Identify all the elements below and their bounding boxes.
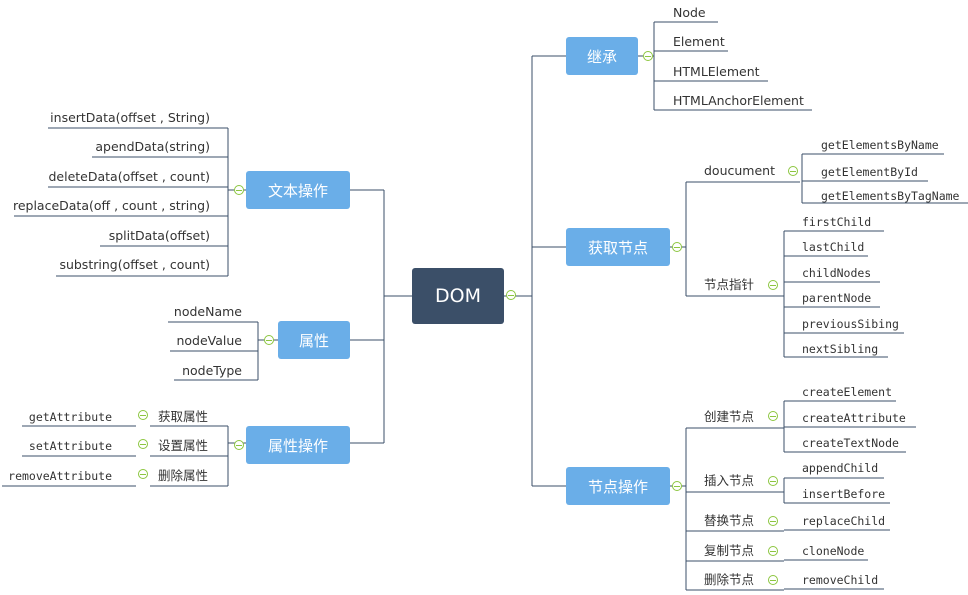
leaf-item[interactable]: createTextNode [802, 436, 899, 450]
root-label: DOM [435, 285, 481, 307]
branch-text-ops[interactable]: 文本操作 [246, 171, 350, 209]
collapse-toggle-icon[interactable] [643, 51, 653, 61]
sub-topic[interactable]: doucument [704, 163, 775, 178]
leaf-item[interactable]: getElementsByTagName [821, 189, 960, 203]
leaf-item[interactable]: removeAttribute [8, 469, 112, 483]
branch-label: 属性 [298, 331, 329, 350]
leaf-item[interactable]: apendData(string) [95, 139, 210, 154]
branch-label: 继承 [586, 47, 617, 66]
branch-get-nodes[interactable]: 获取节点 [566, 228, 670, 266]
leaf-item[interactable]: HTMLAnchorElement [673, 93, 804, 108]
sub-topic[interactable]: 删除节点 [704, 572, 755, 587]
leaf-item[interactable]: deleteData(offset , count) [48, 169, 210, 184]
collapse-toggle-icon[interactable] [138, 469, 148, 479]
collapse-toggle-icon[interactable] [234, 440, 244, 450]
collapse-toggle-icon[interactable] [768, 516, 778, 526]
collapse-toggle-icon[interactable] [138, 439, 148, 449]
collapse-toggle-icon[interactable] [768, 411, 778, 421]
sub-topic[interactable]: 删除属性 [158, 468, 209, 483]
leaf-item[interactable]: parentNode [802, 291, 872, 305]
leaf-item[interactable]: Element [673, 34, 725, 49]
leaf-item[interactable]: nodeValue [176, 333, 242, 348]
collapse-toggle-icon[interactable] [234, 185, 244, 195]
leaf-item[interactable]: substring(offset , count) [59, 257, 210, 272]
leaf-item[interactable]: appendChild [802, 461, 879, 475]
sub-topic[interactable]: 节点指针 [704, 277, 755, 292]
sub-topic[interactable]: 替换节点 [704, 513, 755, 528]
sub-topic[interactable]: 设置属性 [158, 438, 209, 453]
leaf-item[interactable]: replaceChild [802, 514, 886, 528]
leaf-item[interactable]: firstChild [802, 215, 872, 229]
leaf-item[interactable]: nextSibling [802, 342, 879, 356]
collapse-toggle-icon[interactable] [768, 280, 778, 290]
collapse-toggle-icon[interactable] [768, 575, 778, 585]
leaf-item[interactable]: HTMLElement [673, 64, 760, 79]
collapse-toggle-icon[interactable] [672, 481, 682, 491]
branch-attrs[interactable]: 属性 [278, 321, 350, 359]
collapse-toggle-icon[interactable] [138, 410, 148, 420]
collapse-toggle-icon[interactable] [264, 335, 274, 345]
collapse-toggle-icon[interactable] [506, 290, 516, 300]
branch-node-ops[interactable]: 节点操作 [566, 467, 670, 505]
branch-label: 属性操作 [267, 436, 328, 455]
leaf-item[interactable]: getAttribute [28, 410, 112, 424]
leaf-item[interactable]: lastChild [802, 240, 865, 254]
collapse-toggle-icon[interactable] [788, 166, 798, 176]
leaf-item[interactable]: createAttribute [802, 411, 906, 425]
leaf-item[interactable]: replaceData(off , count , string) [12, 198, 210, 213]
branch-attr-ops[interactable]: 属性操作 [246, 426, 350, 464]
leaf-item[interactable]: nodeName [173, 304, 242, 319]
branch-label: 节点操作 [587, 477, 648, 496]
root-node[interactable]: DOM [412, 268, 504, 324]
collapse-toggle-icon[interactable] [768, 476, 778, 486]
leaf-item[interactable]: insertData(offset , String) [50, 110, 210, 125]
leaf-item[interactable]: nodeType [182, 363, 242, 378]
branch-label: 文本操作 [267, 181, 328, 200]
leaf-item[interactable]: getElementById [821, 165, 918, 179]
sub-topic[interactable]: 复制节点 [704, 543, 755, 558]
collapse-toggle-icon[interactable] [672, 242, 682, 252]
branch-inherit[interactable]: 继承 [566, 37, 638, 75]
leaf-item[interactable]: cloneNode [802, 544, 865, 558]
leaf-item[interactable]: setAttribute [28, 439, 112, 453]
leaf-item[interactable]: createElement [802, 385, 893, 399]
sub-topic[interactable]: 创建节点 [704, 409, 755, 424]
leaf-item[interactable]: splitData(offset) [108, 228, 210, 243]
leaf-item[interactable]: removeChild [802, 573, 879, 587]
branch-label: 获取节点 [587, 238, 648, 257]
leaf-item[interactable]: previousSibing [802, 317, 899, 331]
leaf-item[interactable]: insertBefore [802, 487, 886, 501]
leaf-item[interactable]: getElementsByName [821, 138, 939, 152]
collapse-toggle-icon[interactable] [768, 546, 778, 556]
sub-topic[interactable]: 插入节点 [704, 473, 755, 488]
leaf-item[interactable]: childNodes [802, 266, 872, 280]
sub-topic[interactable]: 获取属性 [158, 409, 209, 424]
leaf-item[interactable]: Node [673, 5, 706, 20]
